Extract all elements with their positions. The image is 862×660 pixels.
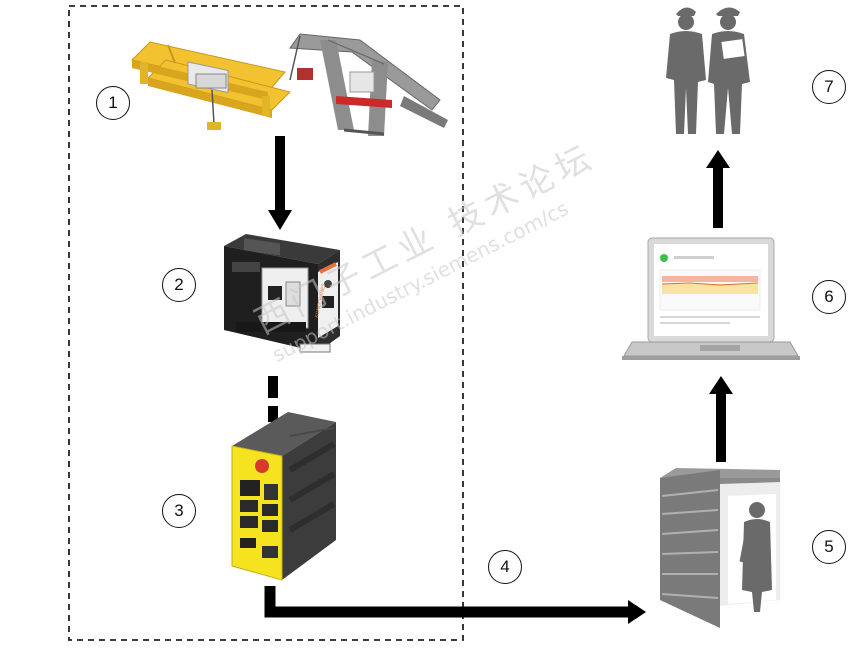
step-1-badge: 1 (96, 86, 130, 120)
step-7-badge: 7 (812, 70, 846, 104)
arrow-gateway-to-server (270, 586, 632, 612)
people-icon (666, 7, 750, 134)
link-segment-upper (268, 376, 278, 398)
server-operator-icon (660, 468, 780, 628)
step-6-badge: 6 (812, 280, 846, 314)
arrowhead-down (268, 210, 292, 230)
step-2-badge: 2 (162, 268, 196, 302)
step-4-badge: 4 (488, 550, 522, 584)
step-3-badge: 3 (162, 494, 196, 528)
industrial-gateway-icon (232, 412, 336, 580)
arrowhead-right (628, 600, 646, 624)
arrowhead-up-top (706, 150, 730, 168)
step-5-badge: 5 (812, 530, 846, 564)
crane-icon (132, 34, 448, 136)
laptop-dashboard-icon (622, 238, 800, 360)
arrowhead-up (709, 376, 733, 394)
